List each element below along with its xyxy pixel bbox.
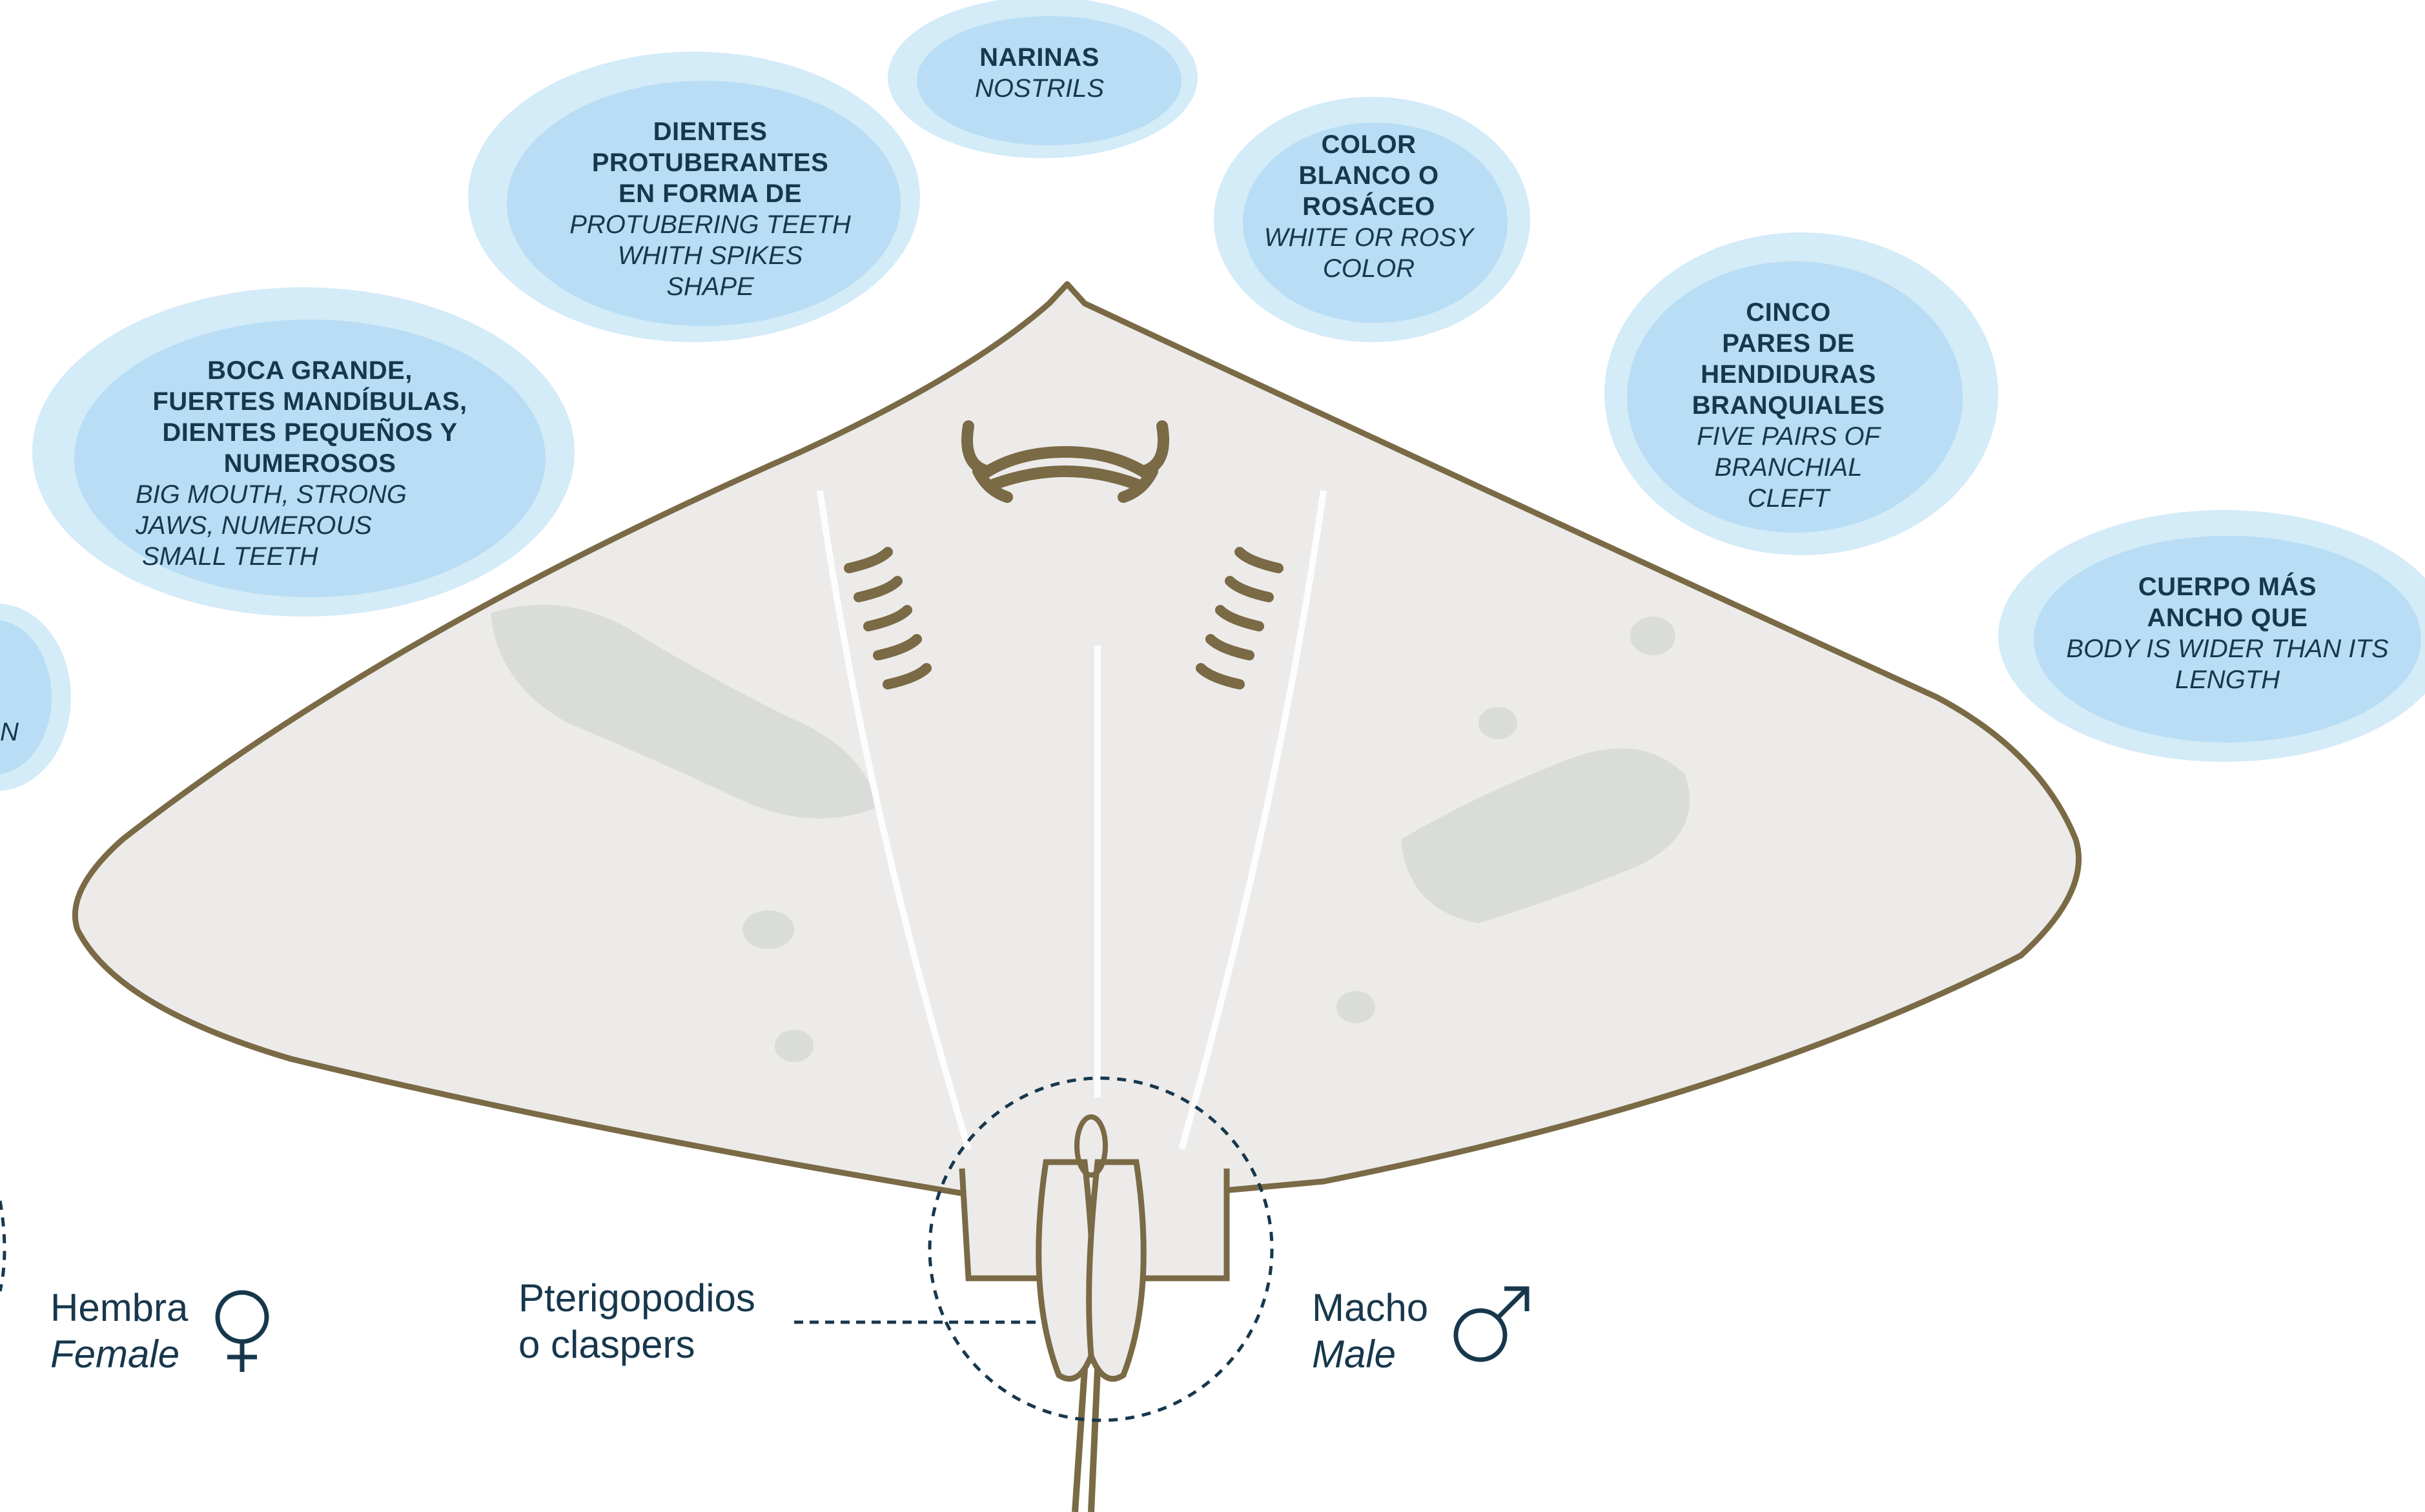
label-nostrils: NARINAS NOSTRILS [926, 42, 1152, 104]
label-color-es-3: ROSÁCEO [1240, 191, 1498, 222]
male-icon [1456, 1289, 1527, 1360]
male-label: Macho Male [1312, 1285, 1428, 1378]
label-color-en-1: WHITE OR ROSY [1240, 222, 1498, 253]
female-circle-partial [0, 1201, 5, 1291]
label-edge-partial-text: N [0, 717, 13, 748]
female-label-es: Hembra [50, 1285, 188, 1331]
female-icon [218, 1292, 267, 1372]
claspers-label-line1: Pterigopodios [518, 1275, 755, 1322]
label-color-es-2: BLANCO O [1240, 160, 1498, 191]
claspers-label: Pterigopodios o claspers [518, 1275, 755, 1368]
label-teeth-es-3: EN FORMA DE [542, 178, 878, 209]
label-mouth: BOCA GRANDE, FUERTES MANDÍBULAS, DIENTES… [123, 355, 497, 572]
label-nostrils-es: NARINAS [926, 42, 1152, 73]
label-color: COLOR BLANCO O ROSÁCEO WHITE OR ROSY COL… [1240, 129, 1498, 284]
label-mouth-es-3: DIENTES PEQUEÑOS Y [123, 417, 497, 448]
bubble-edge-left [0, 604, 71, 791]
label-gills-es-4: BRANQUIALES [1666, 390, 1911, 421]
label-teeth: DIENTES PROTUBERANTES EN FORMA DE PROTUB… [542, 116, 878, 302]
male-label-en: Male [1312, 1331, 1428, 1378]
label-body: CUERPO MÁS ANCHO QUE BODY IS WIDER THAN … [2034, 571, 2421, 695]
label-gills: CINCO PARES DE HENDIDURAS BRANQUIALES FI… [1666, 297, 1911, 514]
label-mouth-en-1: BIG MOUTH, STRONG [123, 479, 497, 510]
label-teeth-en-1: PROTUBERING TEETH [542, 209, 878, 240]
male-label-es: Macho [1312, 1285, 1428, 1331]
label-gills-en-1: FIVE PAIRS OF [1666, 421, 1911, 452]
label-teeth-es-2: PROTUBERANTES [542, 147, 878, 178]
label-mouth-en-2: JAWS, NUMEROUS [123, 510, 497, 541]
label-gills-es-2: PARES DE [1666, 328, 1911, 359]
label-mouth-es-1: BOCA GRANDE, [123, 355, 497, 386]
label-body-es-1: CUERPO MÁS [2034, 571, 2421, 602]
label-teeth-en-2: WHITH SPIKES [542, 240, 878, 271]
female-label-en: Female [50, 1331, 188, 1378]
clasper-right [1089, 1162, 1144, 1379]
female-label: Hembra Female [50, 1285, 188, 1378]
label-body-es-2: ANCHO QUE [2034, 602, 2421, 633]
label-mouth-en-3: SMALL TEETH [123, 541, 497, 572]
label-edge-partial: N [0, 717, 13, 748]
label-gills-es-1: CINCO [1666, 297, 1911, 328]
label-gills-en-3: CLEFT [1666, 483, 1911, 514]
tail [1075, 1369, 1098, 1512]
label-body-en-1: BODY IS WIDER THAN ITS [2034, 633, 2421, 664]
label-nostrils-en: NOSTRILS [926, 73, 1152, 104]
label-teeth-en-3: SHAPE [542, 271, 878, 302]
label-color-es-1: COLOR [1240, 129, 1498, 160]
label-gills-en-2: BRANCHIAL [1666, 452, 1911, 483]
label-mouth-es-2: FUERTES MANDÍBULAS, [123, 386, 497, 417]
label-teeth-es-1: DIENTES [542, 116, 878, 147]
label-mouth-es-4: NUMEROSOS [123, 448, 497, 479]
label-color-en-2: COLOR [1240, 253, 1498, 284]
label-gills-es-3: HENDIDURAS [1666, 359, 1911, 390]
claspers-label-line2: o claspers [518, 1322, 755, 1368]
clasper-left [1039, 1162, 1094, 1379]
label-body-en-2: LENGTH [2034, 664, 2421, 695]
